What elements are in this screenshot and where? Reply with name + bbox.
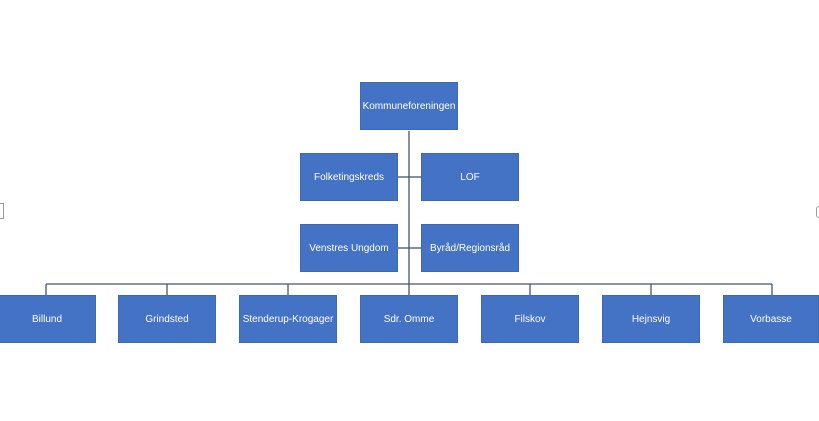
node-vorbasse[interactable]: Vorbasse	[723, 295, 819, 343]
node-billund[interactable]: Billund	[0, 295, 96, 343]
node-grindsted[interactable]: Grindsted	[118, 295, 216, 343]
node-byraad-regionsraad[interactable]: Byråd/Regionsråd	[421, 224, 519, 272]
left-resize-handle[interactable]	[0, 203, 4, 219]
right-resize-handle[interactable]	[816, 206, 819, 218]
node-sdr-omme[interactable]: Sdr. Omme	[360, 295, 458, 343]
node-kommuneforeningen[interactable]: Kommuneforeningen	[360, 82, 458, 130]
node-lof[interactable]: LOF	[421, 153, 519, 201]
node-folketingskreds[interactable]: Folketingskreds	[300, 153, 398, 201]
node-filskov[interactable]: Filskov	[481, 295, 579, 343]
node-stenderup-krogager[interactable]: Stenderup-Krogager	[239, 295, 337, 343]
node-hejnsvig[interactable]: Hejnsvig	[602, 295, 700, 343]
node-venstres-ungdom[interactable]: Venstres Ungdom	[300, 224, 398, 272]
